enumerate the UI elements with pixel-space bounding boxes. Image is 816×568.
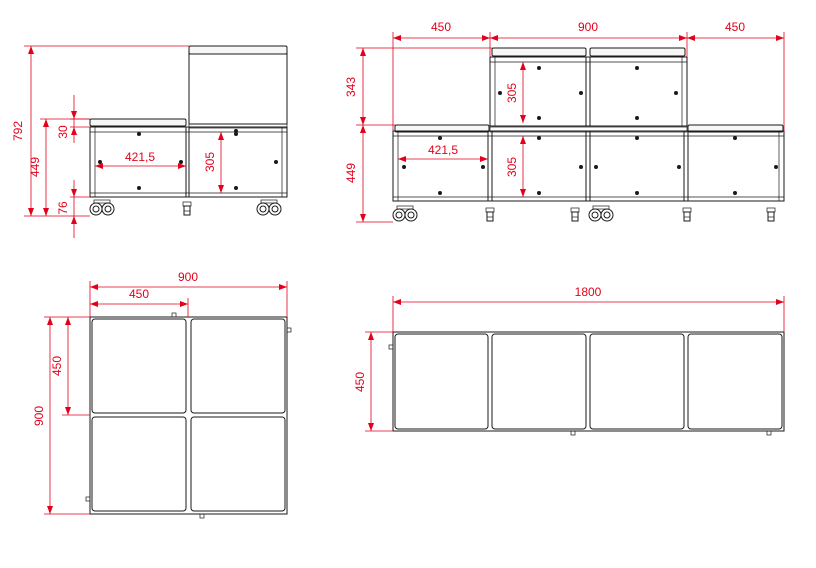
- plan-square-outline: [89, 316, 288, 515]
- side-unit-height-label: 449: [28, 157, 42, 177]
- front-upper-inner-height-label: 305: [505, 83, 519, 103]
- front-upper-box: [489, 56, 688, 127]
- front-lower-height-label: 449: [344, 163, 358, 183]
- front-top-width-label: 900: [578, 20, 598, 34]
- front-left-offset-label: 450: [431, 20, 451, 34]
- side-lower-cushion: [89, 118, 187, 127]
- plan-view-long: 1800 450: [353, 285, 785, 436]
- plan-square-width-label: 900: [178, 270, 198, 284]
- side-inner-height-label: 305: [203, 152, 217, 172]
- side-caster-label: 76: [56, 201, 70, 215]
- side-inner-width-label: 421,5: [125, 150, 155, 164]
- plan-square-depth-label: 900: [32, 406, 46, 426]
- plan-square-module-width-label: 450: [129, 287, 149, 301]
- front-lower-box: [392, 130, 785, 202]
- plan-long-depth-label: 450: [353, 372, 367, 392]
- front-upper-height-label: 343: [344, 77, 358, 97]
- side-upper-cushion: [188, 45, 288, 55]
- side-total-height-label: 792: [11, 121, 25, 141]
- front-right-offset-label: 450: [725, 20, 745, 34]
- plan-long-width-label: 1800: [575, 285, 602, 299]
- front-lower-inner-height-label: 305: [505, 157, 519, 177]
- plan-long-outline: [392, 331, 785, 432]
- side-cushion-label: 30: [56, 125, 70, 139]
- plan-view-square: 900 450 450 900: [32, 270, 292, 519]
- plan-square-module-depth-label: 450: [50, 356, 64, 376]
- front-view: 450 900 450 343 449 305 305 421,5: [344, 20, 785, 223]
- side-view: 792 449 30 76 421,5 305: [11, 45, 288, 238]
- side-upper-box: [188, 51, 288, 125]
- front-inner-width-label: 421,5: [428, 143, 458, 157]
